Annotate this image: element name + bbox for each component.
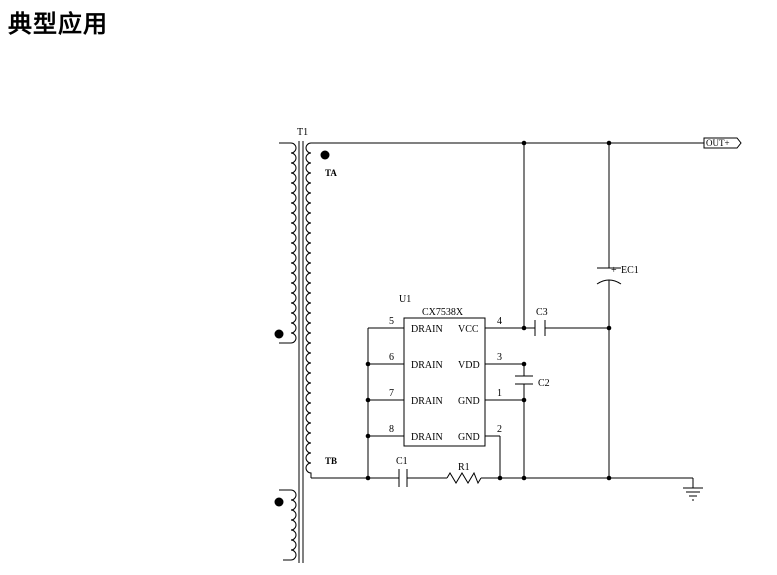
junction-dot [521,475,527,481]
ec1-plus-label: + [611,265,617,276]
c2-label: C2 [538,378,550,389]
tap-a-label: TA [325,168,337,178]
ec1-label: EC1 [621,265,639,276]
capacitor-ec1: + EC1 [596,265,639,285]
resistor-r1: R1 [446,462,482,485]
junction-dot [521,140,527,146]
ground-icon [683,487,703,501]
junctions [365,140,612,481]
output-connector: OUT+ [703,137,742,149]
ic-body [403,317,486,447]
junction-dot [521,325,527,331]
junction-dot [365,475,371,481]
page-title: 典型应用 [8,10,108,38]
capacitor-c1: C1 [396,456,408,487]
pin-number: 6 [389,352,394,363]
junction-dot [365,361,371,367]
pin-number: 7 [389,388,394,399]
pin-name: GND [458,432,480,443]
pin-number: 2 [497,424,502,435]
c1-label: C1 [396,456,408,467]
ic-u1: U1 CX7538X 5 DRAIN 6 DRAIN 7 DRAIN 8 DRA… [389,294,502,447]
pin-number: 5 [389,316,394,327]
capacitor-c2: C2 [515,375,550,389]
junction-dot [606,140,612,146]
resistor-zigzag [446,471,482,485]
pin-name: VDD [458,360,480,371]
polarity-dot-auxiliary [274,497,284,507]
junction-dot [497,475,503,481]
junction-dot [365,433,371,439]
auxiliary-winding [279,489,297,561]
junction-dot [365,397,371,403]
output-connector-frame [703,137,742,149]
junction-dot [606,475,612,481]
pin-name: VCC [458,324,479,335]
capacitor-c3: C3 [534,307,548,336]
ic-part-label: CX7538X [422,307,464,318]
pin-name: DRAIN [411,324,443,335]
transformer-ref-label: T1 [297,127,308,138]
junction-dot [606,325,612,331]
wires [311,142,704,488]
pin-name: DRAIN [411,396,443,407]
junction-dot [521,397,527,403]
ic-ref-label: U1 [399,294,411,305]
polarity-dot-secondary [320,150,330,160]
output-connector-label: OUT+ [706,138,730,148]
pin-number: 3 [497,352,502,363]
junction-dot [521,361,527,367]
transformer-t1: T1 TA TB [274,127,337,563]
pin-name: DRAIN [411,360,443,371]
pin-number: 8 [389,424,394,435]
pin-number: 1 [497,388,502,399]
capacitor-plate-curved [596,279,622,285]
secondary-winding [305,142,320,478]
polarity-dot-primary [274,329,284,339]
c3-label: C3 [536,307,548,318]
r1-label: R1 [458,462,470,473]
primary-winding [279,142,297,344]
tap-b-label: TB [325,456,337,466]
pin-name: GND [458,396,480,407]
pin-name: DRAIN [411,432,443,443]
pin-number: 4 [497,316,502,327]
